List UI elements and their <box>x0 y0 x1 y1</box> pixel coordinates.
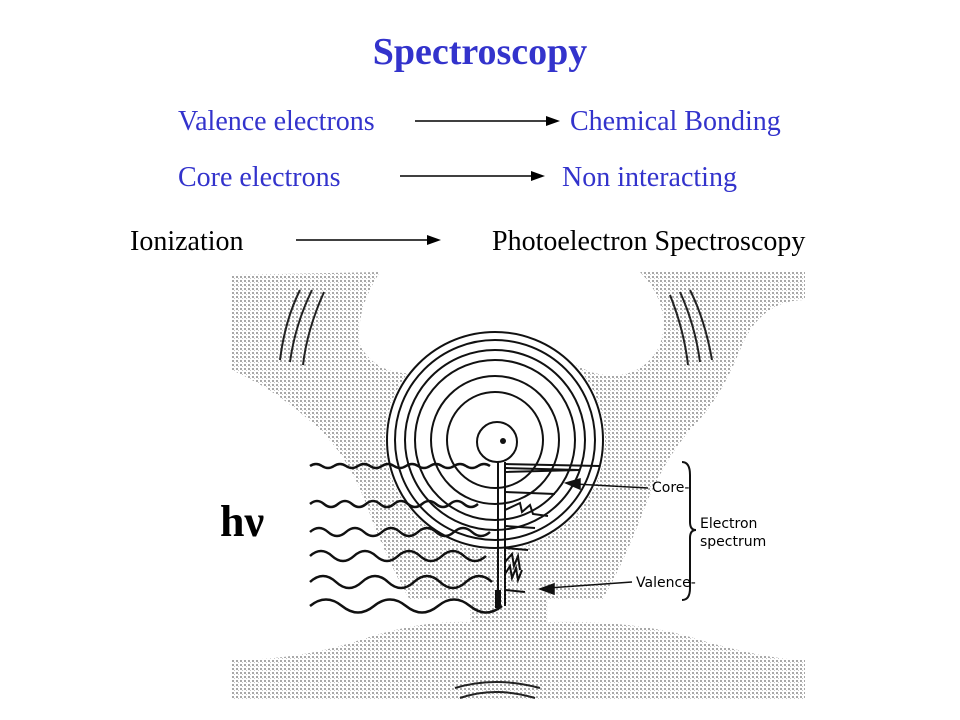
core-electrons-label: Core electrons <box>178 162 341 193</box>
spectrum-bracket <box>681 461 697 601</box>
photon-energy-label: hν <box>220 497 265 546</box>
valence-electrons-label: Valence electrons <box>178 106 375 137</box>
page-title: Spectroscopy <box>372 31 588 73</box>
arrow-right-icon <box>415 116 560 126</box>
non-interacting-label: Non interacting <box>562 162 737 193</box>
photon-waves <box>309 462 503 614</box>
sample-circle <box>476 421 518 463</box>
chemical-bonding-label: Chemical Bonding <box>570 106 781 137</box>
photoelectron-spectroscopy-label: Photoelectron Spectroscopy <box>492 226 806 257</box>
spectrum-trace <box>497 462 601 606</box>
ionization-label: Ionization <box>130 226 244 257</box>
label-arrows <box>537 478 649 596</box>
concentric-rings <box>386 331 604 549</box>
electron-label: Electron <box>700 516 757 532</box>
sample-dot <box>500 438 506 444</box>
arrow-right-icon <box>296 235 441 245</box>
arrow-right-icon <box>400 171 545 181</box>
spectrum-label: spectrum <box>700 534 766 550</box>
corner-arcs <box>279 289 713 699</box>
core-label: Core- <box>652 480 689 496</box>
valence-label: Valence- <box>636 575 696 591</box>
